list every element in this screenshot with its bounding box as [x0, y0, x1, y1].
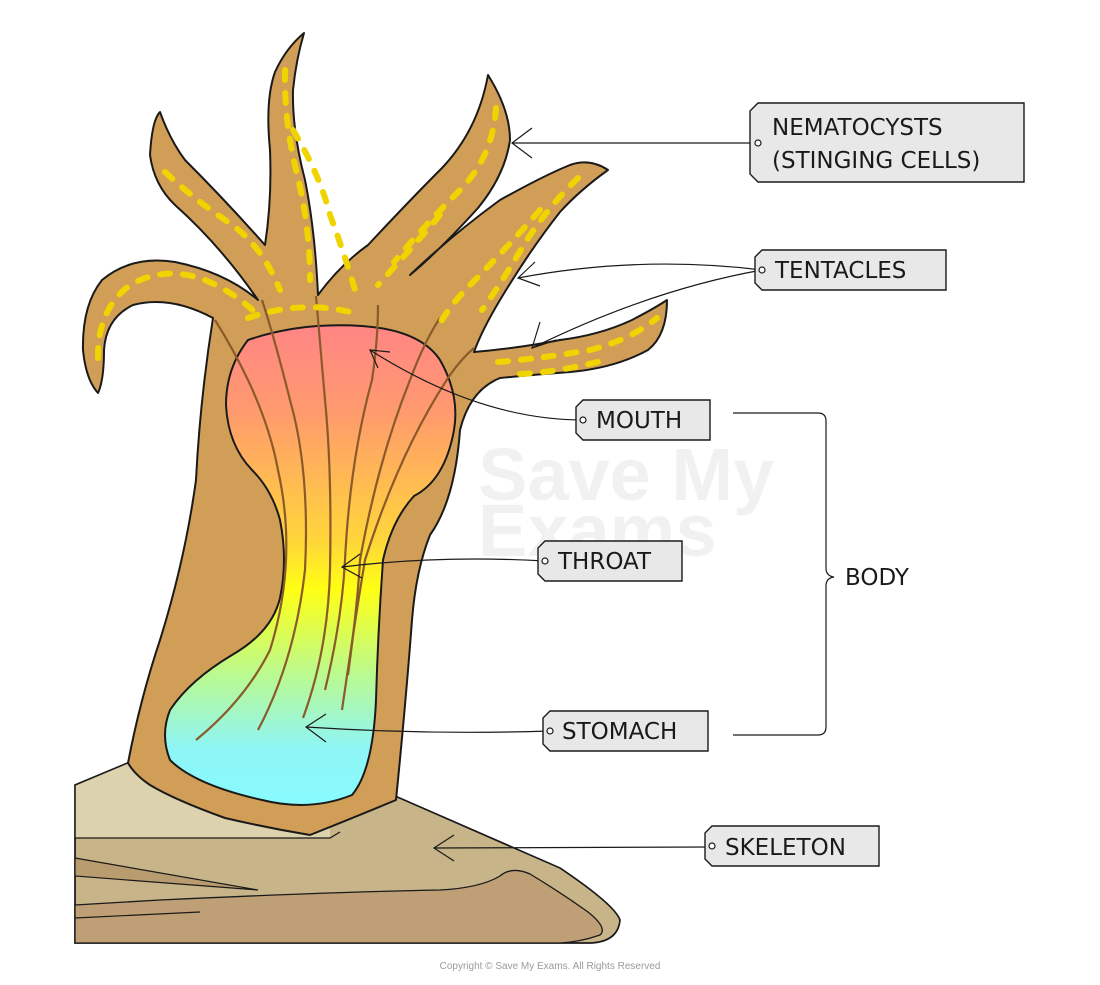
label-stomach: STOMACH [542, 710, 709, 752]
label-nematocysts: NEMATOCYSTS (STINGING CELLS) [749, 102, 1025, 183]
label-tentacles: TENTACLES [754, 249, 947, 291]
nematocyst-dots [94, 67, 660, 377]
label-mouth: MOUTH [575, 399, 711, 441]
muscle-fibres [195, 295, 475, 741]
leader-tentacles-1 [517, 263, 763, 279]
copyright-notice: Copyright © Save My Exams. All Rights Re… [440, 961, 661, 972]
watermark-line-1: Save My [478, 433, 774, 516]
leader-lines [304, 127, 763, 862]
body-bracket: BODY [733, 412, 910, 736]
leader-mouth [369, 349, 584, 421]
label-skeleton: SKELETON [704, 825, 880, 867]
watermark: Save My Exams [478, 433, 774, 572]
label-throat-text: THROAT [557, 549, 652, 575]
gut-cavity [164, 324, 457, 806]
leader-skeleton [433, 846, 713, 849]
leader-stomach [305, 726, 551, 733]
label-throat: THROAT [537, 540, 683, 582]
leader-tentacles-2 [531, 269, 763, 349]
leader-throat [341, 558, 546, 568]
label-nematocysts-line2: (STINGING CELLS) [772, 148, 980, 174]
label-mouth-text: MOUTH [596, 408, 682, 434]
label-body-text: BODY [845, 565, 910, 591]
label-tentacles-text: TENTACLES [774, 258, 906, 284]
label-nematocysts-line1: NEMATOCYSTS [772, 115, 943, 141]
label-stomach-text: STOMACH [562, 719, 677, 745]
label-skeleton-text: SKELETON [725, 835, 846, 861]
